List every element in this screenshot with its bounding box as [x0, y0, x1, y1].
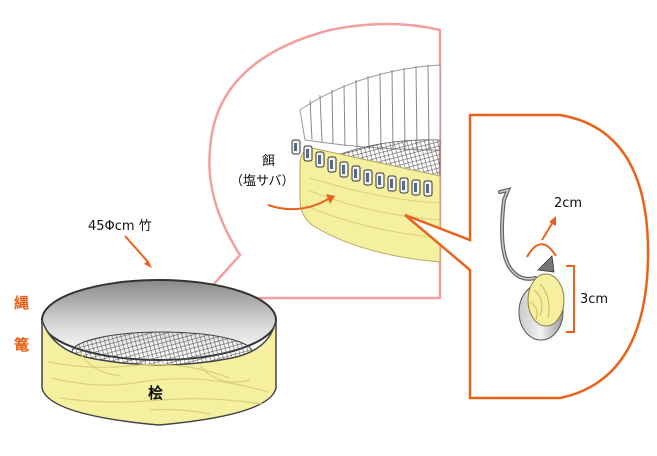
basket-type-label-1: 縄 [14, 294, 30, 312]
bamboo-label: 45Φcm 竹 [88, 219, 152, 234]
bamboo-pointer-arrow [124, 235, 149, 263]
bait-pointer-arrow [267, 197, 331, 211]
wood-label: 桧 [148, 384, 164, 402]
bait-label: 餌 [262, 154, 276, 169]
basket-type-label-2: 篭 [14, 336, 30, 354]
zoomed-rim-diagram [291, 64, 441, 263]
bait-height-label: 3cm [580, 292, 609, 307]
basket-diagram [41, 279, 277, 426]
hook-width-label: 2cm [554, 196, 583, 211]
bait-detail-label: （塩サバ） [230, 174, 295, 189]
hook-with-bait-diagram [498, 187, 575, 341]
